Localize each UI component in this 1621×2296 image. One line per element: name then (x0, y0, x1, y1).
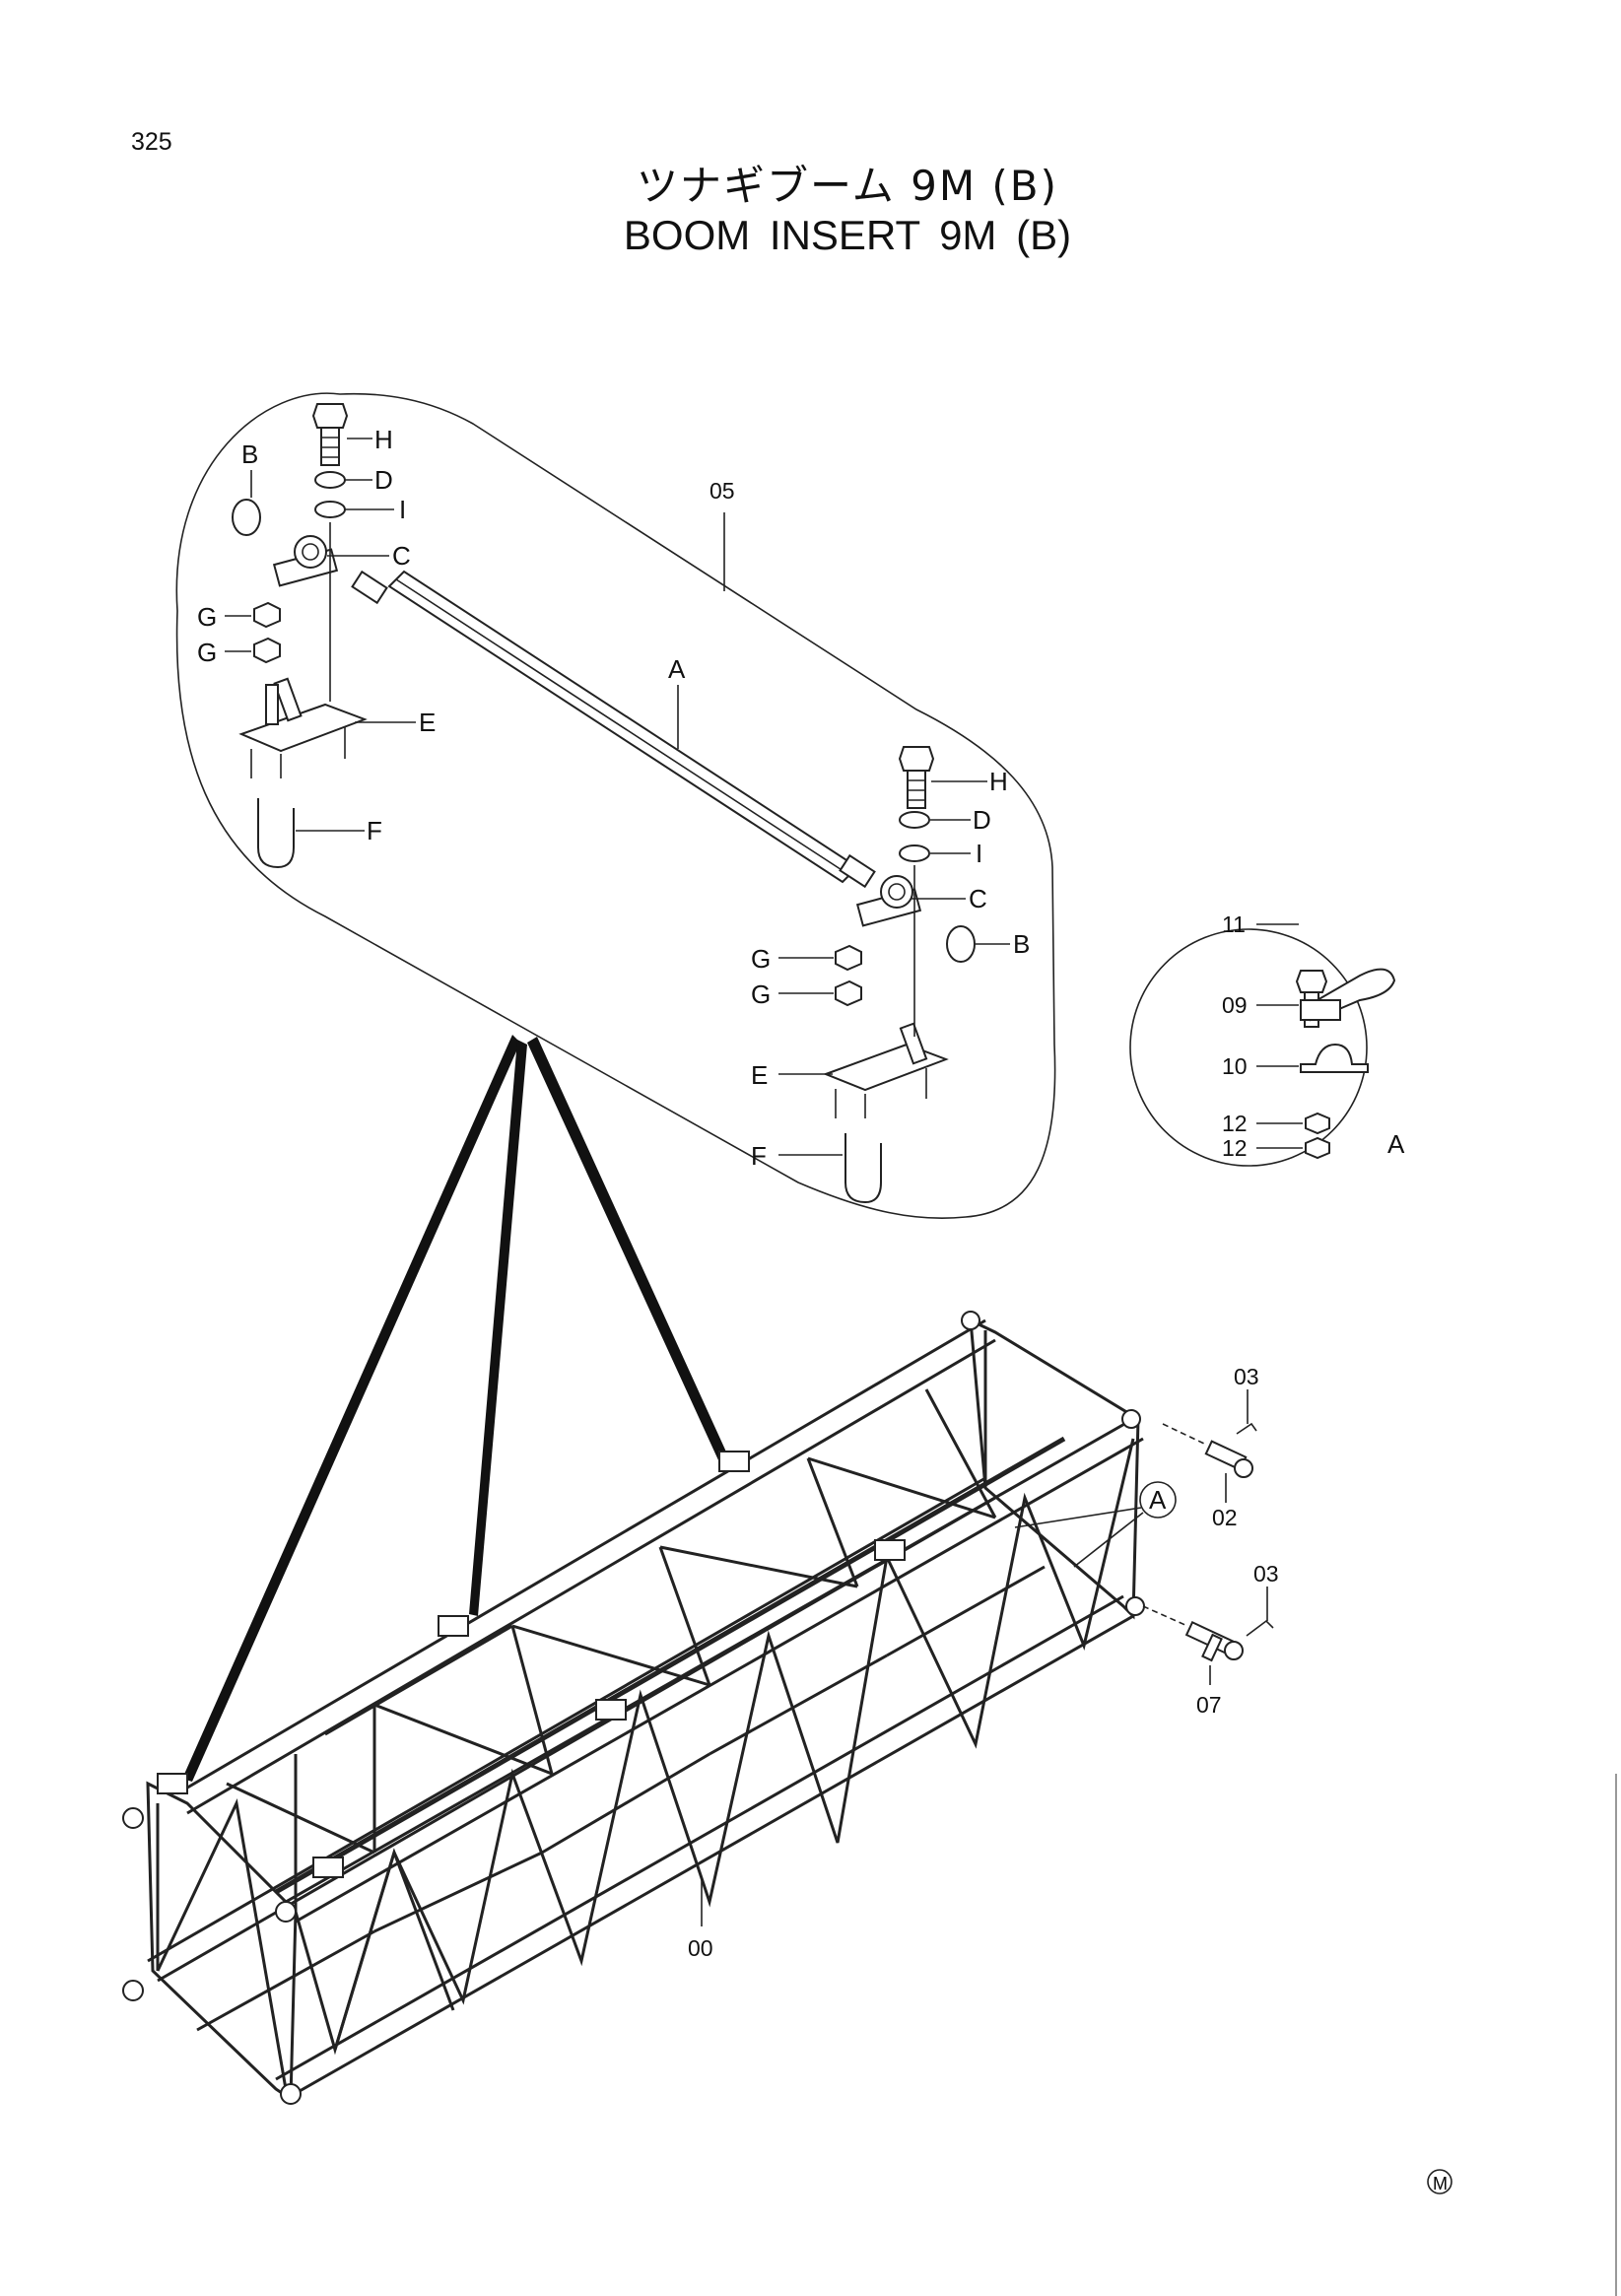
spring-washer-d-right (899, 811, 930, 829)
label-f-right: F (751, 1141, 767, 1171)
label-i-left: I (399, 495, 406, 524)
detail-a-nut-2 (1305, 1136, 1330, 1160)
label-02: 02 (1212, 1505, 1238, 1530)
frame-callout-a-circle (1139, 1481, 1177, 1519)
frame-callout-a: A (1149, 1485, 1167, 1515)
detail-a-item-11: 11 (1222, 912, 1246, 937)
label-h-left: H (374, 425, 393, 454)
page-title-english: BOOM INSERT 9M (B) (623, 212, 1072, 258)
m-mark-circle (1427, 2169, 1452, 2195)
u-bolt-f-left (257, 798, 295, 869)
label-c-left: C (392, 541, 411, 571)
washer-i-left (314, 501, 346, 518)
detail-a-clamp-lower (1300, 1043, 1369, 1073)
m-mark: M (1433, 2174, 1448, 2194)
label-a-rod: A (668, 654, 686, 684)
frame-lugs (122, 1311, 1145, 2105)
nut-g-left-2 (253, 637, 281, 664)
label-b-left: B (241, 439, 258, 469)
nut-g-left-1 (253, 601, 281, 629)
bracket-e-right (823, 1022, 949, 1118)
detail-a-nut-1 (1305, 1112, 1330, 1135)
rod-a (351, 570, 876, 889)
bearing-c-right (855, 875, 922, 927)
label-03-upper: 03 (1234, 1364, 1259, 1389)
detail-a-label: A (1387, 1129, 1405, 1159)
label-g-right-1: G (751, 944, 771, 974)
bolt-h-right (898, 746, 935, 809)
clip-b-right (946, 925, 976, 963)
detail-a-item-10: 10 (1222, 1053, 1248, 1079)
clip-b-left (232, 499, 261, 536)
u-bolt-f-right (844, 1133, 882, 1204)
label-g-right-2: G (751, 979, 771, 1009)
label-d-left: D (374, 465, 393, 495)
leader-fan (182, 1035, 729, 1782)
detail-a-circle (1129, 928, 1368, 1167)
clip-03-lower (1246, 1619, 1274, 1637)
label-d-right: D (973, 805, 991, 835)
label-03-lower: 03 (1253, 1561, 1279, 1587)
pin-02 (1204, 1440, 1253, 1478)
label-e-left: E (419, 708, 436, 737)
detail-a-item-12a: 12 (1222, 1111, 1248, 1136)
page-title-japanese: ツナギブーム 9M (B) (637, 162, 1058, 210)
pin-07 (1184, 1621, 1244, 1662)
bracket-e-left (238, 677, 368, 778)
label-b-right: B (1013, 929, 1030, 959)
nut-g-right-2 (835, 979, 862, 1007)
assembly-outline (175, 392, 1056, 1220)
clip-03-upper (1236, 1422, 1257, 1435)
detail-a-plate (1300, 999, 1341, 1021)
label-g-left-1: G (197, 602, 217, 632)
bearing-c-left (272, 535, 339, 587)
label-c-right: C (969, 884, 987, 913)
label-f-left: F (367, 816, 382, 845)
spring-washer-d-left (314, 471, 346, 489)
label-07: 07 (1196, 1692, 1222, 1718)
washer-i-right (899, 844, 930, 862)
label-e-right: E (751, 1060, 768, 1090)
callout-05: 05 (709, 478, 735, 504)
callout-00: 00 (688, 1935, 713, 1961)
label-i-right: I (976, 839, 982, 868)
label-g-left-2: G (197, 638, 217, 667)
detail-a-item-09: 09 (1222, 992, 1248, 1018)
boom-frame (146, 1317, 1144, 2102)
bolt-h-left (311, 403, 349, 466)
nut-g-right-1 (835, 944, 862, 972)
page-number: 325 (131, 128, 172, 156)
label-h-right: H (989, 767, 1008, 796)
detail-a-item-12b: 12 (1222, 1135, 1248, 1161)
